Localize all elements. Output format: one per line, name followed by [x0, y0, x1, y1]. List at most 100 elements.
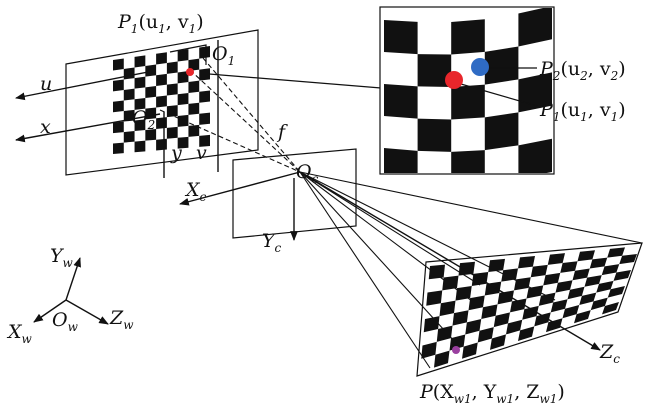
checker-square [113, 79, 124, 92]
label-xc: Xc [184, 179, 207, 204]
label-zw: Zw [109, 307, 134, 332]
checker-square [501, 268, 518, 282]
checker-square [550, 299, 568, 313]
checker-square [555, 280, 573, 293]
checker-square [417, 118, 452, 152]
checker-square [199, 112, 210, 125]
checker-square [166, 126, 178, 139]
checker-square [481, 304, 498, 320]
checker-square [426, 290, 443, 306]
checker-square [522, 305, 539, 320]
checker-square [423, 316, 440, 333]
checker-square [451, 150, 485, 173]
checker-square [439, 300, 456, 317]
checker-square [449, 334, 466, 351]
checker-square [123, 131, 135, 143]
checker-square [428, 264, 445, 280]
label-ow: Ow [52, 309, 79, 334]
checker-square [572, 268, 590, 281]
camera-plane [232, 148, 357, 239]
checker-square [434, 350, 450, 368]
checker-square [145, 64, 157, 77]
checker-square [596, 280, 614, 293]
u-axis-arrow [15, 71, 149, 101]
checker-square [530, 264, 548, 278]
checker-square [560, 261, 578, 273]
checker-square [455, 285, 472, 301]
checker-square [584, 275, 602, 287]
checker-square [384, 84, 418, 119]
checker-square [477, 327, 494, 343]
checker-square [590, 297, 608, 311]
checker-square [451, 19, 485, 55]
leader-to-inset [208, 73, 382, 89]
checker-square [123, 88, 135, 101]
checker-square [123, 67, 135, 80]
checker-square [514, 277, 531, 291]
checker-square [510, 298, 527, 313]
label-u: u [40, 73, 52, 95]
checker-square [145, 86, 157, 98]
inset-point-p1 [445, 71, 463, 89]
checker-square [607, 286, 625, 298]
checker-square [601, 264, 620, 276]
checker-square [451, 84, 485, 120]
checker-square [589, 257, 608, 269]
label-p2-inset: P2(u2, v2) [539, 58, 626, 83]
label-yc: Yc [262, 230, 282, 255]
label-world-point: P(Xw1, Yw1, Zw1) [419, 381, 565, 406]
world-board-frame [416, 242, 643, 377]
o1-frame [169, 44, 207, 65]
checker-square [619, 254, 637, 265]
projection-rays [299, 171, 643, 369]
checker-square [156, 117, 167, 129]
checker-square [567, 286, 585, 300]
checker-square [518, 138, 552, 173]
checker-square [468, 295, 485, 311]
checker-square [177, 114, 189, 127]
inset-leader-p1 [453, 81, 538, 107]
checker-square [156, 95, 167, 108]
dashed-ray-1 [202, 57, 301, 173]
checker-square [421, 341, 437, 359]
checker-square [156, 52, 167, 65]
checker-square [177, 71, 189, 84]
checker-square [199, 90, 210, 103]
x-axis-arrow [15, 113, 161, 143]
checker-square [602, 302, 619, 315]
checker-square [134, 119, 146, 132]
dashed-ray-3 [159, 109, 301, 173]
image-plane [65, 29, 259, 176]
checker-square [177, 49, 189, 62]
label-x: x [40, 116, 51, 138]
label-v: v [196, 142, 207, 164]
label-o2: O2 [132, 107, 155, 132]
checker-square [493, 312, 510, 328]
inset-point-p2 [471, 58, 489, 76]
image-point-p1 [186, 68, 194, 76]
checker-square [607, 247, 625, 258]
checker-square [134, 140, 146, 153]
checker-square [518, 8, 552, 47]
checker-square [490, 334, 506, 350]
label-yw: Yw [50, 245, 74, 270]
checker-square [177, 136, 189, 149]
checker-square [562, 305, 580, 319]
world-frame [33, 257, 109, 325]
checker-square [543, 272, 561, 286]
checker-square [488, 258, 505, 273]
checker-square [113, 58, 124, 71]
checker-square [417, 54, 452, 87]
checker-square [134, 76, 146, 89]
checker-square [384, 148, 418, 173]
checker-square [506, 319, 523, 335]
checker-square [113, 100, 124, 113]
checker-square [497, 290, 514, 305]
checker-square [458, 261, 475, 276]
world-checkerboard [421, 247, 637, 368]
checker-square [166, 83, 178, 96]
checker-square [484, 46, 519, 85]
inset-checkerboard [384, 8, 552, 173]
checker-square [166, 61, 178, 74]
